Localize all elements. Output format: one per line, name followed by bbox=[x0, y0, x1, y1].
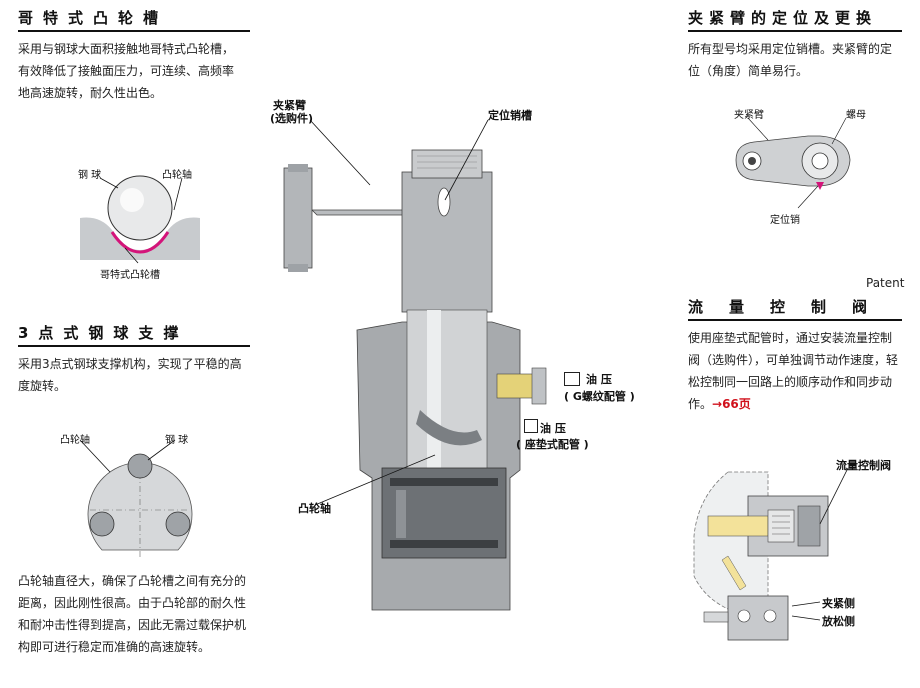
center-positioning-groove-label: 定位销槽 bbox=[488, 109, 532, 122]
patent-label: Patent bbox=[866, 276, 905, 290]
flow-valve-body: 使用座垫式配管时，通过安装流量控制阀（选购件），可单独调节动作速度，轻松控制同一… bbox=[688, 331, 899, 411]
positioning-title-rule bbox=[688, 30, 902, 32]
center-clamp-arm-label: 夹紧臂 bbox=[273, 99, 306, 112]
flow-valve-label: 流量控制阀 bbox=[836, 459, 891, 472]
clamp-side-label: 夹紧侧 bbox=[822, 597, 855, 610]
flow-control-valve-diagram bbox=[693, 471, 829, 641]
flow-valve-title: 流量控制阀 bbox=[688, 298, 894, 316]
positioning-nut-label: 螺母 bbox=[846, 110, 866, 121]
three-point-ball-label: 钢 球 bbox=[165, 435, 189, 446]
oil-inlet-g-sub-label: ( G螺纹配管 ) bbox=[564, 390, 635, 403]
gothic-ball-label: 钢 球 bbox=[78, 170, 102, 181]
positioning-pin-label: 定位销 bbox=[770, 215, 800, 226]
three-point-cam-shaft-label: 凸轮轴 bbox=[60, 435, 90, 446]
oil-inlet-pad-label: 油 压 bbox=[540, 422, 566, 435]
cutaway-leader-lines bbox=[309, 119, 489, 506]
three-point-title-rule bbox=[18, 345, 250, 347]
gothic-cam-shaft-label: 凸轮轴 bbox=[162, 170, 192, 181]
three-point-body: 采用3点式钢球支撑机构，实现了平稳的高度旋转。 bbox=[18, 357, 242, 393]
oil-inlet-g-arrow-icon bbox=[564, 372, 580, 386]
center-cam-shaft-label: 凸轮轴 bbox=[298, 502, 331, 515]
three-point-diagram bbox=[79, 439, 193, 560]
clamp-arm-positioning-diagram bbox=[735, 117, 851, 209]
positioning-clamp-arm-label: 夹紧臂 bbox=[734, 110, 764, 121]
gothic-groove-diagram bbox=[80, 175, 200, 264]
oil-inlet-pad-sub-label: ( 座垫式配管 ) bbox=[516, 438, 589, 451]
gothic-groove-label: 哥特式凸轮槽 bbox=[100, 270, 160, 281]
positioning-body: 所有型号均采用定位销槽。夹紧臂的定位（角度）简单易行。 bbox=[688, 42, 893, 78]
gothic-body: 采用与钢球大面积接触地哥特式凸轮槽，有效降低了接触面压力，可连续、高频率地高速旋… bbox=[18, 42, 235, 100]
gothic-title-rule bbox=[18, 30, 250, 32]
flow-valve-leader-lines bbox=[791, 467, 849, 621]
flow-valve-title-rule bbox=[688, 319, 902, 321]
three-point-body2: 凸轮轴直径大，确保了凸轮槽之间有充分的距离，因此刚性很高。由于凸轮部的耐久性和耐… bbox=[18, 574, 247, 654]
oil-inlet-pad-arrow-icon bbox=[524, 419, 538, 433]
center-clamp-arm-sub-label: (选购件) bbox=[270, 112, 314, 125]
positioning-title: 夹紧臂的定位及更换 bbox=[688, 9, 878, 27]
release-side-label: 放松侧 bbox=[822, 615, 855, 628]
oil-inlet-g-label: 油 压 bbox=[586, 373, 612, 386]
page-66-link[interactable]: →66页 bbox=[712, 397, 751, 411]
three-point-title: 3点式钢球支撑 bbox=[18, 324, 189, 342]
cylinder-cutaway-diagram bbox=[283, 149, 547, 611]
gothic-title: 哥特式凸轮槽 bbox=[18, 9, 169, 27]
